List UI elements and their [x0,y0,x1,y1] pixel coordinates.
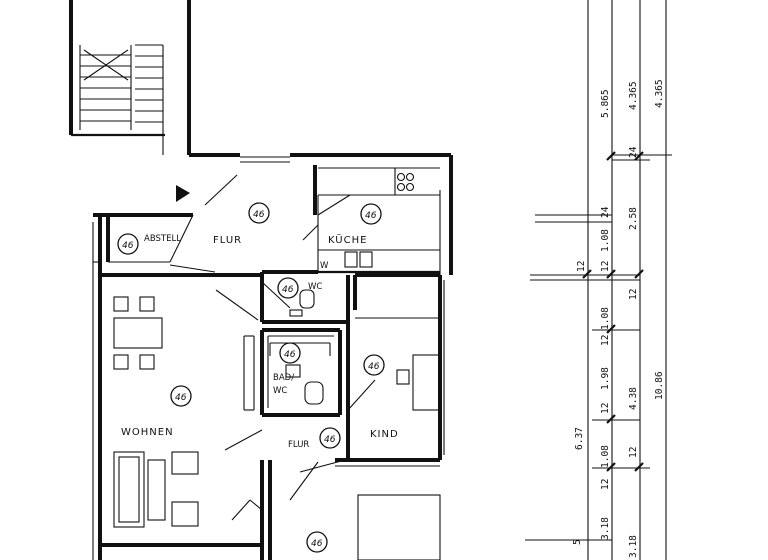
dim-10-86: 10.86 [654,371,665,400]
room-marker-flur-top: 46 [248,202,270,224]
dim-1-08-a: 1.08 [600,445,611,468]
svg-text:46: 46 [282,285,294,295]
dim-1-98: 1.98 [600,367,611,390]
room-label-abstell: ABSTELL [144,234,181,244]
svg-text:46: 46 [253,210,265,220]
room-marker-lower-room: 46 [306,531,328,553]
room-label-w: W [320,261,329,271]
svg-text:46: 46 [284,350,296,360]
room-label-bad-line1: BAD/ [273,373,294,383]
svg-text:46: 46 [175,393,187,403]
room-label-kueche: KÜCHE [328,233,367,246]
dim-2-58: 2.58 [628,207,639,230]
room-label-kind: KIND [370,429,399,440]
dim-12-b: 12 [600,403,611,414]
furniture [113,168,441,560]
dim-5: 5 [572,539,583,545]
room-label-flur-top: FLUR [213,235,242,246]
dim-12-a: 12 [600,479,611,490]
dim-24-b: 24 [628,146,639,158]
dim-1-08-b: 1.08 [600,307,611,330]
dim-3-18-a: 3.18 [600,517,611,540]
room-label-flur-bottom: FLUR [288,440,309,450]
entrance-arrow-icon [176,185,190,202]
interior-walls [106,165,440,560]
room-marker-wc: 46 [277,277,299,299]
room-marker-bad: 46 [279,342,301,364]
dim-12-f: 12 [628,289,639,300]
room-marker-kueche: 46 [360,203,382,225]
room-marker-kind: 46 [363,354,385,376]
dim-4-38: 4.38 [628,387,639,410]
dim-12-e: 12 [576,261,587,272]
dim-24-a: 24 [600,206,611,218]
room-label-wohnen: WOHNEN [121,427,174,438]
room-label-bad-line2: WC [273,386,287,396]
room-marker-wohnen: 46 [170,385,192,407]
room-marker-flur-bottom: 46 [319,427,341,449]
dim-12-c: 12 [600,335,611,346]
dim-12-g: 12 [628,447,639,458]
dim-3-18-b: 3.18 [628,535,639,558]
svg-text:46: 46 [324,435,336,445]
dim-12-d: 12 [600,261,611,272]
dim-4-365-a: 4.365 [628,81,639,110]
dimension-lines [525,0,672,560]
svg-text:46: 46 [311,539,323,549]
room-label-wc: WC [308,282,322,292]
dim-1-08-c: 1.08 [600,229,611,252]
svg-text:46: 46 [365,211,377,221]
dim-6-37: 6.37 [574,427,585,450]
room-marker-abstell: 46 [117,233,139,255]
staircase [69,0,191,155]
svg-text:46: 46 [368,362,380,372]
dim-4-365-b: 4.365 [654,79,665,108]
dim-5-865: 5.865 [600,89,611,118]
svg-text:46: 46 [122,241,134,251]
